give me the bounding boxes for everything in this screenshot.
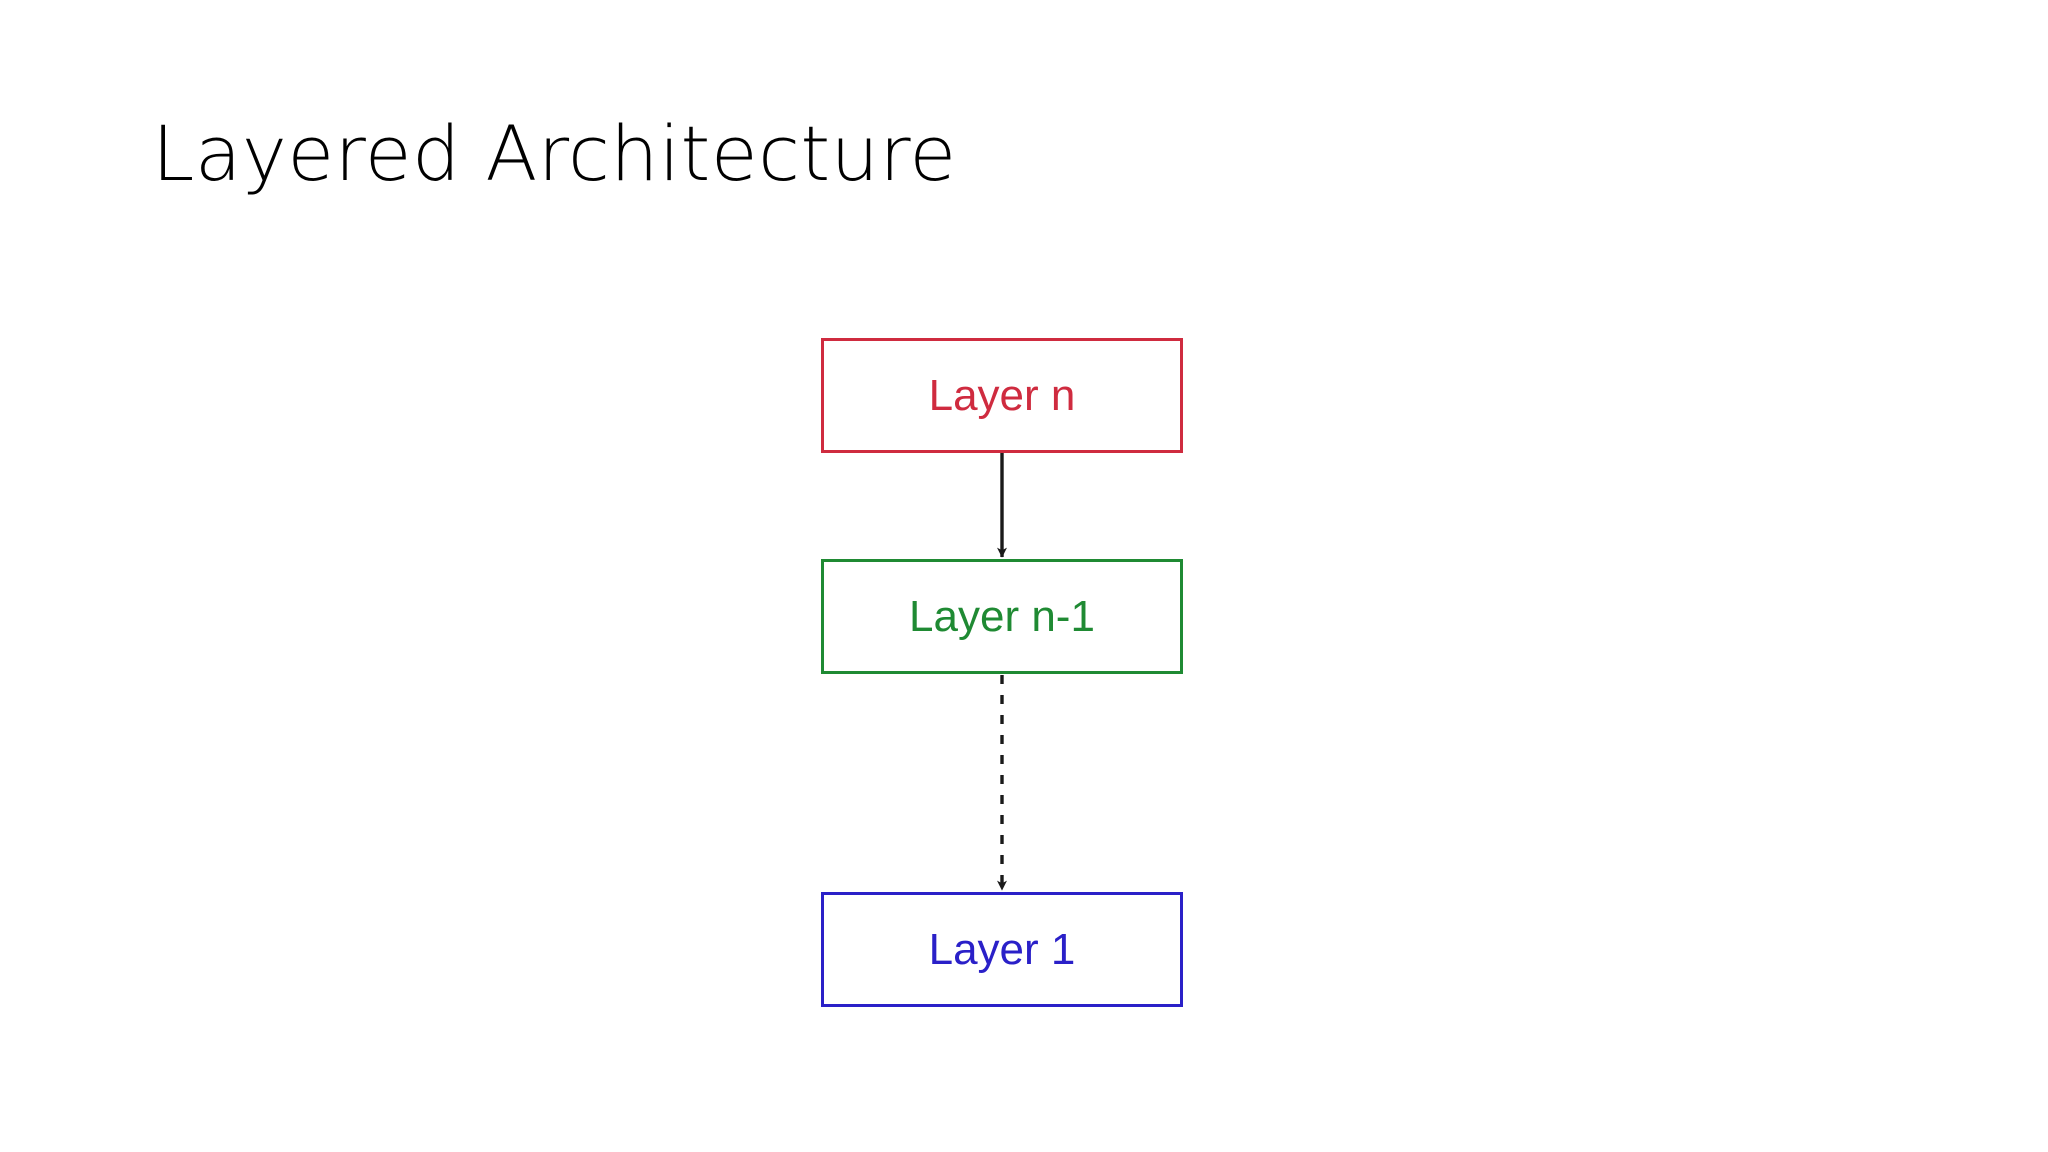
diagram-node-layer-1[interactable]: Layer 1: [821, 892, 1183, 1007]
page-title: Layered Architecture: [152, 109, 957, 198]
diagram-node-layer-n-1[interactable]: Layer n-1: [821, 559, 1183, 674]
diagram-node-layer-n[interactable]: Layer n: [821, 338, 1183, 453]
diagram-node-layer-n-label: Layer n: [928, 370, 1076, 420]
diagram-node-layer-n-1-label: Layer n-1: [909, 591, 1095, 641]
diagram-node-layer-1-label: Layer 1: [928, 924, 1076, 974]
